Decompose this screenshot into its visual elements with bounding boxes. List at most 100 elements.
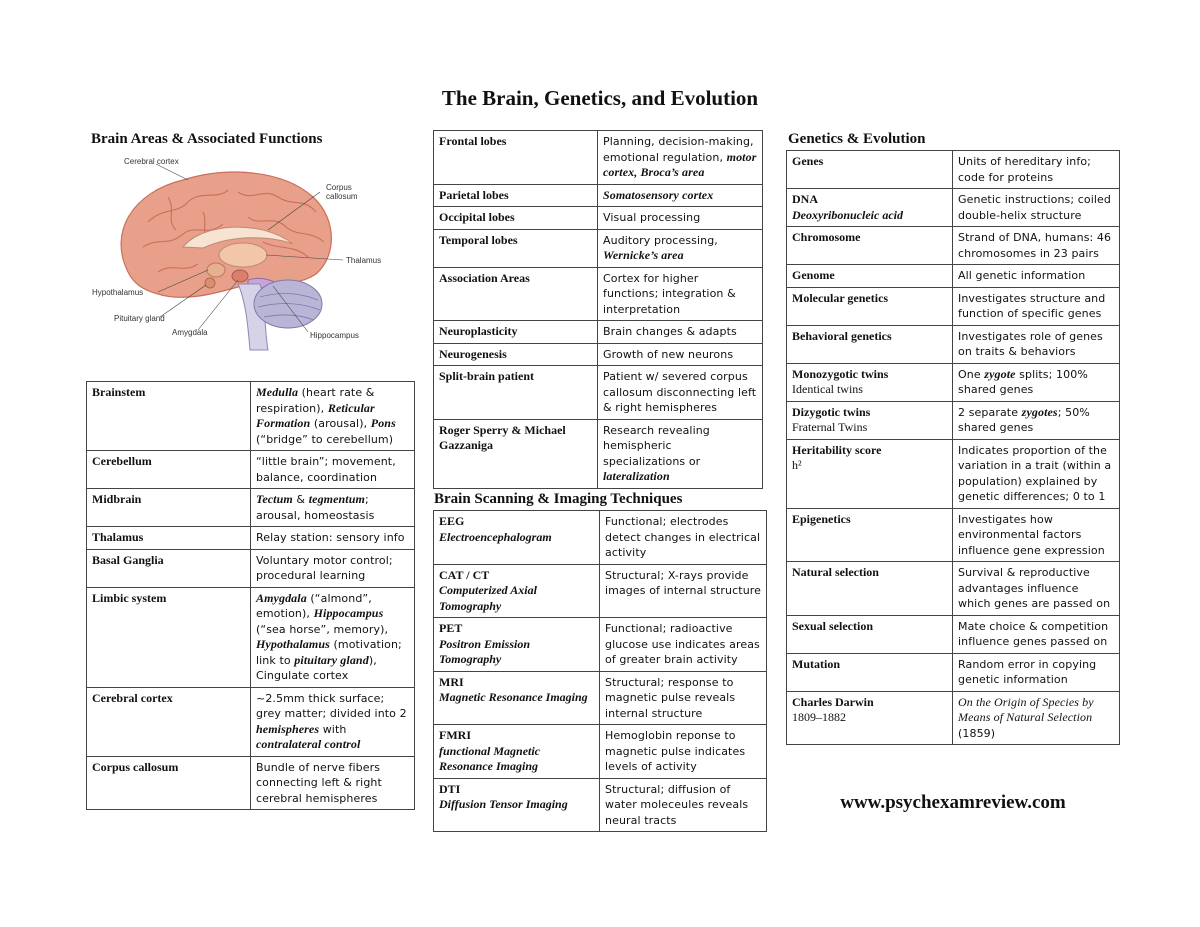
definition-text: zygotes xyxy=(1021,404,1058,419)
definition-text: Planning, decision-making, emotional reg… xyxy=(603,135,754,164)
term-cell: Mutation xyxy=(786,652,953,692)
term-sub: Deoxyribonucleic acid xyxy=(792,207,903,222)
term-text: Midbrain xyxy=(92,492,142,506)
definition-text: Indicates proportion of the variation in… xyxy=(958,443,1112,504)
label-thalamus: Thalamus xyxy=(346,256,381,265)
term-plain: Identical twins xyxy=(792,382,863,396)
term-text: Genome xyxy=(792,268,835,282)
definition-text: Hippocampus xyxy=(313,606,384,620)
definition-text: Functional; radioactive glucose use indi… xyxy=(605,622,760,666)
definition-text: Structural; diffusion of water moleceule… xyxy=(605,782,749,827)
term-text: FMRI xyxy=(439,728,471,742)
definition-text: Random error in copying genetic informat… xyxy=(958,657,1097,687)
term-text: Roger Sperry & Michael Gazzaniga xyxy=(439,422,566,453)
term-cell: Roger Sperry & Michael Gazzaniga xyxy=(433,418,598,489)
definition-text: All genetic information xyxy=(958,269,1086,282)
term-cell: Cerebellum xyxy=(86,450,251,489)
definition-cell: Brain changes & adapts xyxy=(597,320,763,344)
term-cell: Association Areas xyxy=(433,266,598,321)
term-cell: Split-brain patient xyxy=(433,365,598,420)
definition-cell: Functional; electrodes detect changes in… xyxy=(599,510,767,565)
definition-cell: Random error in copying genetic informat… xyxy=(952,652,1120,692)
term-text: Dizygotic twins xyxy=(792,404,871,419)
brain-anatomy-figure: Cerebral cortex Corpus callosum Thalamus… xyxy=(92,157,381,351)
term-text: Charles Darwin xyxy=(792,694,874,709)
term-cell: Basal Ganglia xyxy=(86,548,251,588)
definition-text: Reticular Formation xyxy=(256,400,375,431)
definition-cell: On the Origin of Species by Means of Nat… xyxy=(952,690,1120,745)
definition-text: Wernicke’s area xyxy=(603,248,684,262)
definition-cell: Investigates how environmental factors i… xyxy=(952,507,1120,562)
website-url: www.psychexamreview.com xyxy=(840,792,1066,813)
definition-text: Strand of DNA, humans: 46 chromosomes in… xyxy=(958,231,1112,260)
term-sub: Magnetic Resonance Imaging xyxy=(439,690,588,704)
term-cell: Thalamus xyxy=(86,526,251,550)
term-cell: Neuroplasticity xyxy=(433,320,598,344)
definition-text: (motivation; link to xyxy=(256,638,402,667)
definition-text: Research revealing hemispheric specializ… xyxy=(603,423,710,468)
thalamus-shape xyxy=(218,242,268,268)
genetics-heading: Genetics & Evolution xyxy=(788,131,926,147)
definition-text: zygote xyxy=(984,366,1016,381)
term-text: Neurogenesis xyxy=(439,346,507,361)
definition-text: On the Origin of Species by Means of Nat… xyxy=(958,694,1094,725)
term-text: Chromosome xyxy=(792,230,861,244)
definition-cell: Bundle of nerve fibers connecting left &… xyxy=(250,755,415,810)
definition-cell: Auditory processing, Wernicke’s area xyxy=(597,228,763,268)
hypothalamus-shape xyxy=(206,262,226,278)
definition-cell: ~2.5mm thick surface; grey matter; divid… xyxy=(250,686,415,757)
term-cell: Natural selection xyxy=(786,561,953,616)
definition-text: Investigates how environmental factors i… xyxy=(958,512,1105,557)
term-text: DNA xyxy=(792,192,818,206)
label-cerebral-cortex: Cerebral cortex xyxy=(124,157,179,166)
definition-cell: Amygdala (“almond”, emotion), Hippocampu… xyxy=(250,586,415,688)
definition-text: Cortex for higher functions; integration… xyxy=(603,271,736,316)
definition-text: Mate choice & competition influence gene… xyxy=(958,619,1109,649)
definition-cell: Indicates proportion of the variation in… xyxy=(952,438,1120,509)
definition-cell: Genetic instructions; coiled double-heli… xyxy=(952,188,1120,227)
term-sub: Computerized Axial Tomography xyxy=(439,583,537,613)
label-hypothalamus: Hypothalamus xyxy=(92,288,143,297)
definition-text: Pons xyxy=(370,416,396,430)
definition-cell: Strand of DNA, humans: 46 chromosomes in… xyxy=(952,226,1120,265)
definition-text: Genetic instructions; coiled double-heli… xyxy=(958,193,1112,222)
term-cell: Limbic system xyxy=(86,586,251,688)
table-row: Cerebral cortex~2.5mm thick surface; gre… xyxy=(86,686,415,757)
definition-text: Investigates structure and function of s… xyxy=(958,291,1106,321)
definition-cell: Functional; radioactive glucose use indi… xyxy=(599,617,767,672)
definition-text: (arousal), xyxy=(310,417,371,430)
term-cell: Midbrain xyxy=(86,488,251,527)
definition-text: (“sea horse”, memory), xyxy=(256,622,389,636)
brain-areas-heading: Brain Areas & Associated Functions xyxy=(91,131,323,147)
definition-cell: Research revealing hemispheric specializ… xyxy=(597,418,763,489)
definition-cell: Visual processing xyxy=(597,206,763,230)
definition-text: ; arousal, homeostasis xyxy=(256,493,375,522)
definition-cell: Relay station: sensory info xyxy=(250,526,415,550)
definition-cell: Voluntary motor control; procedural lear… xyxy=(250,548,415,588)
term-cell: Corpus callosum xyxy=(86,755,251,810)
definition-text: Functional; electrodes detect changes in… xyxy=(605,515,761,559)
definition-cell: Tectum & tegmentum; arousal, homeostasis xyxy=(250,488,415,527)
term-cell: Occipital lobes xyxy=(433,206,598,230)
